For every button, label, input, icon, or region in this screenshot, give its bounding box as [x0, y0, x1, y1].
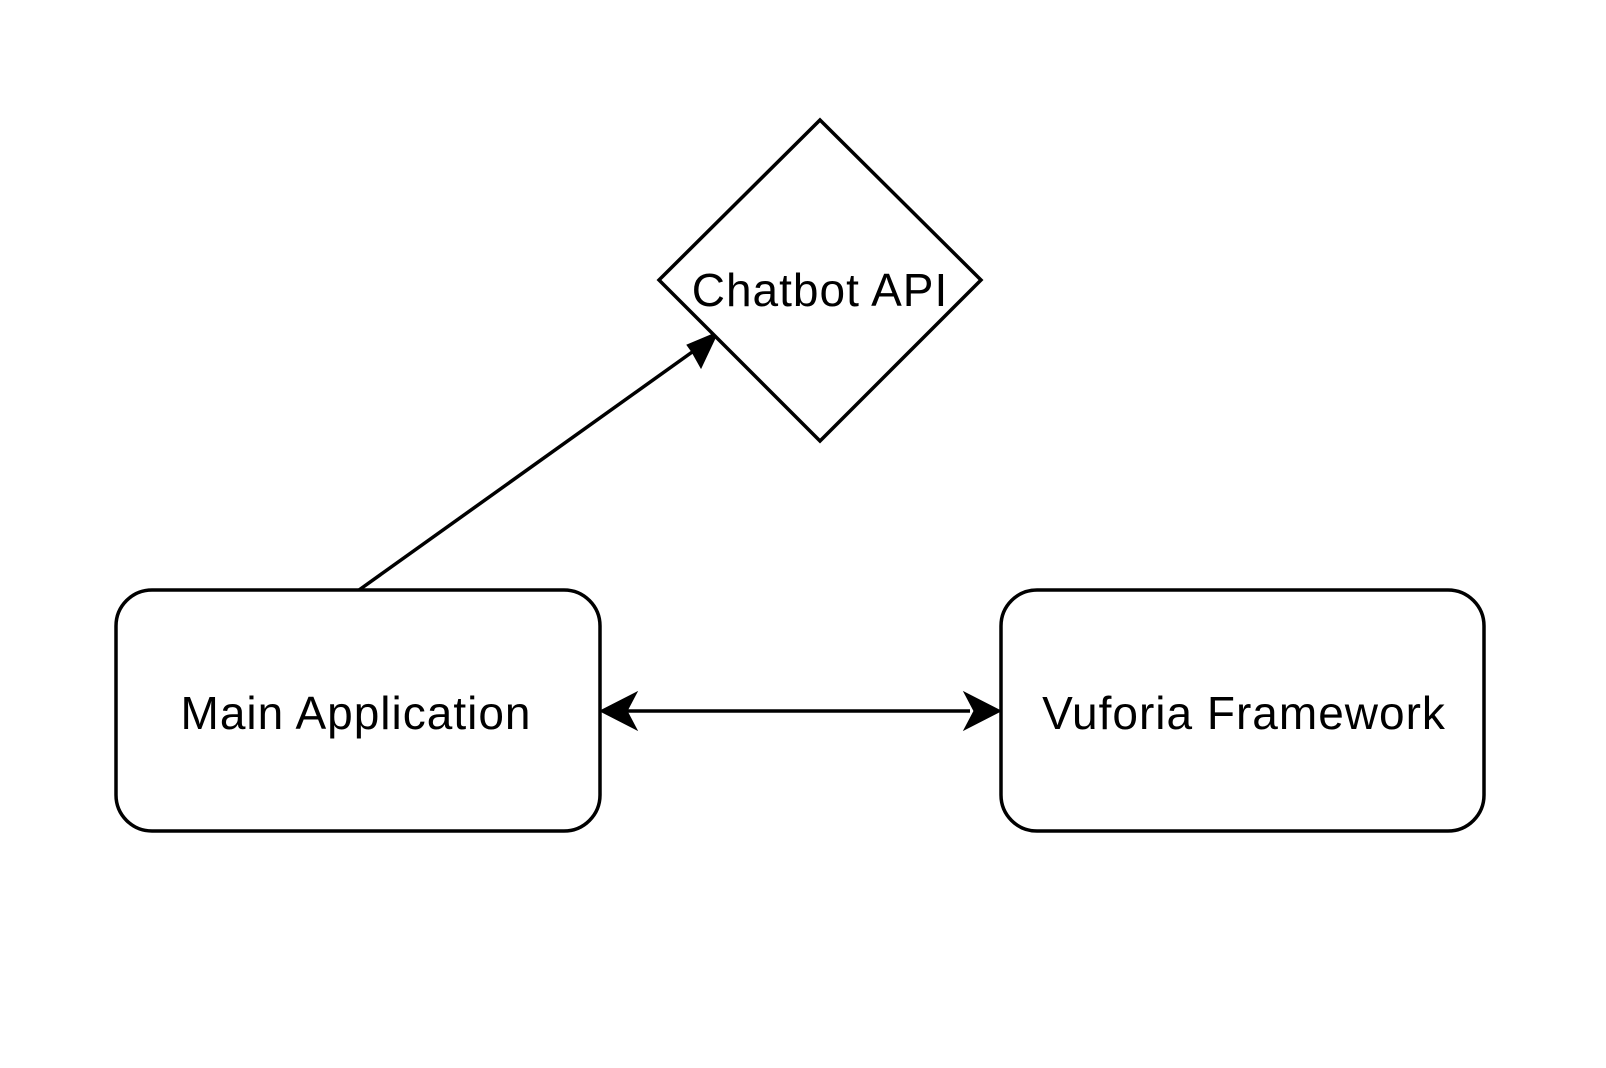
chatbot-api-label: Chatbot API: [692, 264, 949, 316]
edge-main-to-chatbot: [357, 331, 720, 592]
arrowhead-chatbot: [686, 331, 720, 370]
node-main-application[interactable]: Main Application: [114, 588, 602, 833]
vuforia-framework-label: Vuforia Framework: [1042, 687, 1446, 739]
arrowhead-main-application: [598, 690, 639, 732]
vuforia-framework-box: [999, 588, 1486, 833]
edge-main-to-chatbot-line: [357, 343, 704, 592]
main-application-label: Main Application: [181, 687, 532, 739]
chatbot-diamond-shape: [656, 117, 984, 444]
node-chatbot-api[interactable]: Chatbot API: [656, 117, 984, 444]
edge-main-vuforia: [598, 690, 1003, 732]
main-application-box: [114, 588, 602, 833]
arrowhead-vuforia-framework: [962, 690, 1003, 732]
node-vuforia-framework[interactable]: Vuforia Framework: [999, 588, 1486, 833]
